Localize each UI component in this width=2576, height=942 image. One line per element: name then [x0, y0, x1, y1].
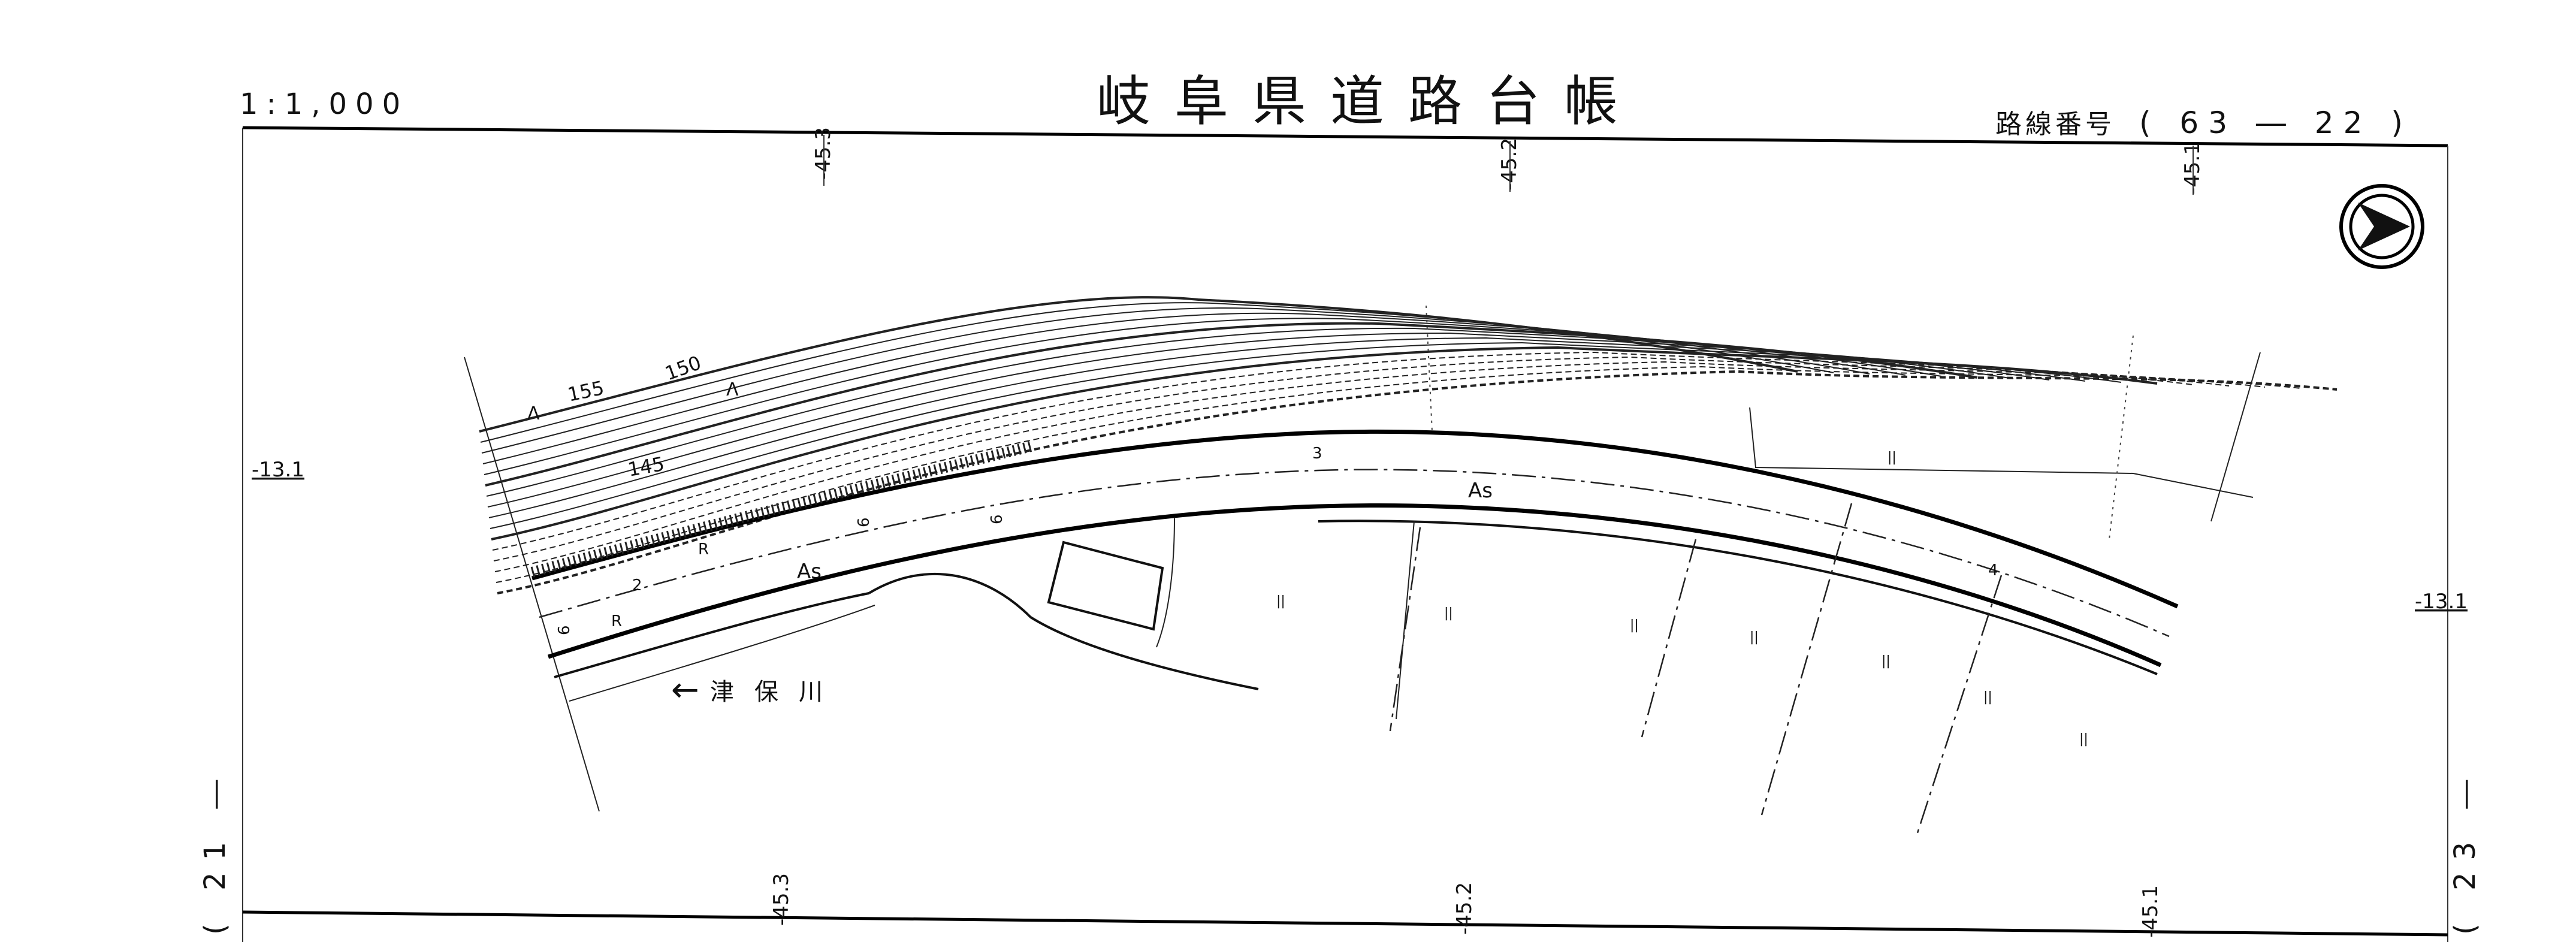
- field-mark: ||: [2079, 732, 2088, 747]
- field-boundary: [1426, 305, 1433, 432]
- field-boundary: [1641, 539, 1697, 738]
- river-arrow: ←: [671, 671, 699, 709]
- svg-text:-45.3: -45.3: [769, 873, 793, 926]
- contour-lines: [479, 296, 2338, 594]
- road-upper-edge: [531, 429, 2179, 609]
- svg-text:( 23 ―: ( 23 ―: [2448, 768, 2482, 935]
- field-boundary: [1749, 407, 2254, 498]
- grid-label-bottom-2: -45.2: [1452, 882, 1476, 935]
- frame-bottom: [242, 910, 2448, 937]
- contour-line: [488, 337, 2086, 518]
- grid-label-right: -13.1: [2415, 590, 2468, 614]
- contour-line: [496, 366, 2302, 583]
- river-bank-lower: [569, 605, 875, 702]
- field-mark: ||: [1630, 618, 1639, 633]
- contour-line: [491, 346, 2158, 541]
- route-number: ( 63 ― 22 ): [2139, 105, 2412, 140]
- embankment: [868, 572, 1259, 690]
- width-label: 2: [632, 576, 642, 594]
- width-label: 6: [988, 514, 1006, 524]
- scale-label: 1:1,000: [240, 87, 409, 121]
- road-centerline: [539, 469, 2170, 638]
- frame-top: [242, 126, 2448, 147]
- north-arrow-icon: [2339, 184, 2424, 269]
- field-mark: ||: [1444, 606, 1453, 621]
- field-boundary: [2109, 335, 2134, 540]
- page-title: 岐阜県道路台帳: [1097, 70, 1642, 133]
- retaining-label: R: [698, 541, 709, 558]
- field-boundary: [1916, 575, 2003, 834]
- field-mark: ||: [1888, 450, 1896, 465]
- width-label: 6: [855, 517, 873, 527]
- field-boundary: [1156, 518, 1175, 648]
- grid-label-bottom-1: -45.3: [769, 873, 793, 926]
- grid-label-bottom-3: -45.1: [2139, 885, 2163, 938]
- field-boundary: [1389, 527, 1421, 732]
- survey-boundary-left: [464, 357, 600, 812]
- road-lower-edge: [547, 503, 2162, 668]
- contour-label-150: 150: [662, 351, 704, 385]
- width-label: 4: [1988, 561, 1998, 579]
- field-boundary: [1396, 521, 1415, 720]
- field-mark: ||: [1750, 630, 1759, 645]
- building: [1047, 541, 1164, 631]
- forest-mark: Λ: [726, 379, 739, 400]
- width-label: 6: [555, 625, 573, 635]
- svg-text:( 21 ―: ( 21 ―: [198, 768, 232, 935]
- svg-text:-45.2: -45.2: [1452, 882, 1476, 935]
- survey-boundary-right: [2210, 352, 2261, 522]
- field-mark: ||: [1276, 594, 1285, 609]
- field-mark: ||: [1882, 654, 1891, 669]
- grid-label-left: -13.1: [252, 458, 304, 482]
- pavement-label: As: [1468, 479, 1493, 503]
- adjacent-sheet-left[interactable]: ( 21 ―: [198, 768, 232, 935]
- pavement-label: As: [797, 560, 822, 584]
- river-name: 津保川: [710, 678, 843, 706]
- contour-line: [494, 361, 2266, 572]
- svg-text:-45.1: -45.1: [2139, 885, 2163, 938]
- contour-label-145: 145: [626, 452, 666, 481]
- contour-line: [484, 318, 1942, 475]
- route-label: 路線番号: [1995, 109, 2115, 140]
- contour-line: [482, 312, 1906, 464]
- contour-line: [497, 370, 2338, 594]
- road-lower-edge-2: [1318, 520, 2158, 675]
- river-bank: [554, 592, 869, 678]
- contour-line: [493, 356, 2230, 561]
- field-mark: ||: [1983, 690, 1992, 705]
- retaining-label: R: [611, 612, 622, 630]
- field-boundary: [1760, 503, 1853, 816]
- adjacent-sheet-right[interactable]: ( 23 ―: [2448, 768, 2482, 935]
- forest-mark: Λ: [527, 403, 540, 424]
- width-label: 3: [1312, 445, 1322, 463]
